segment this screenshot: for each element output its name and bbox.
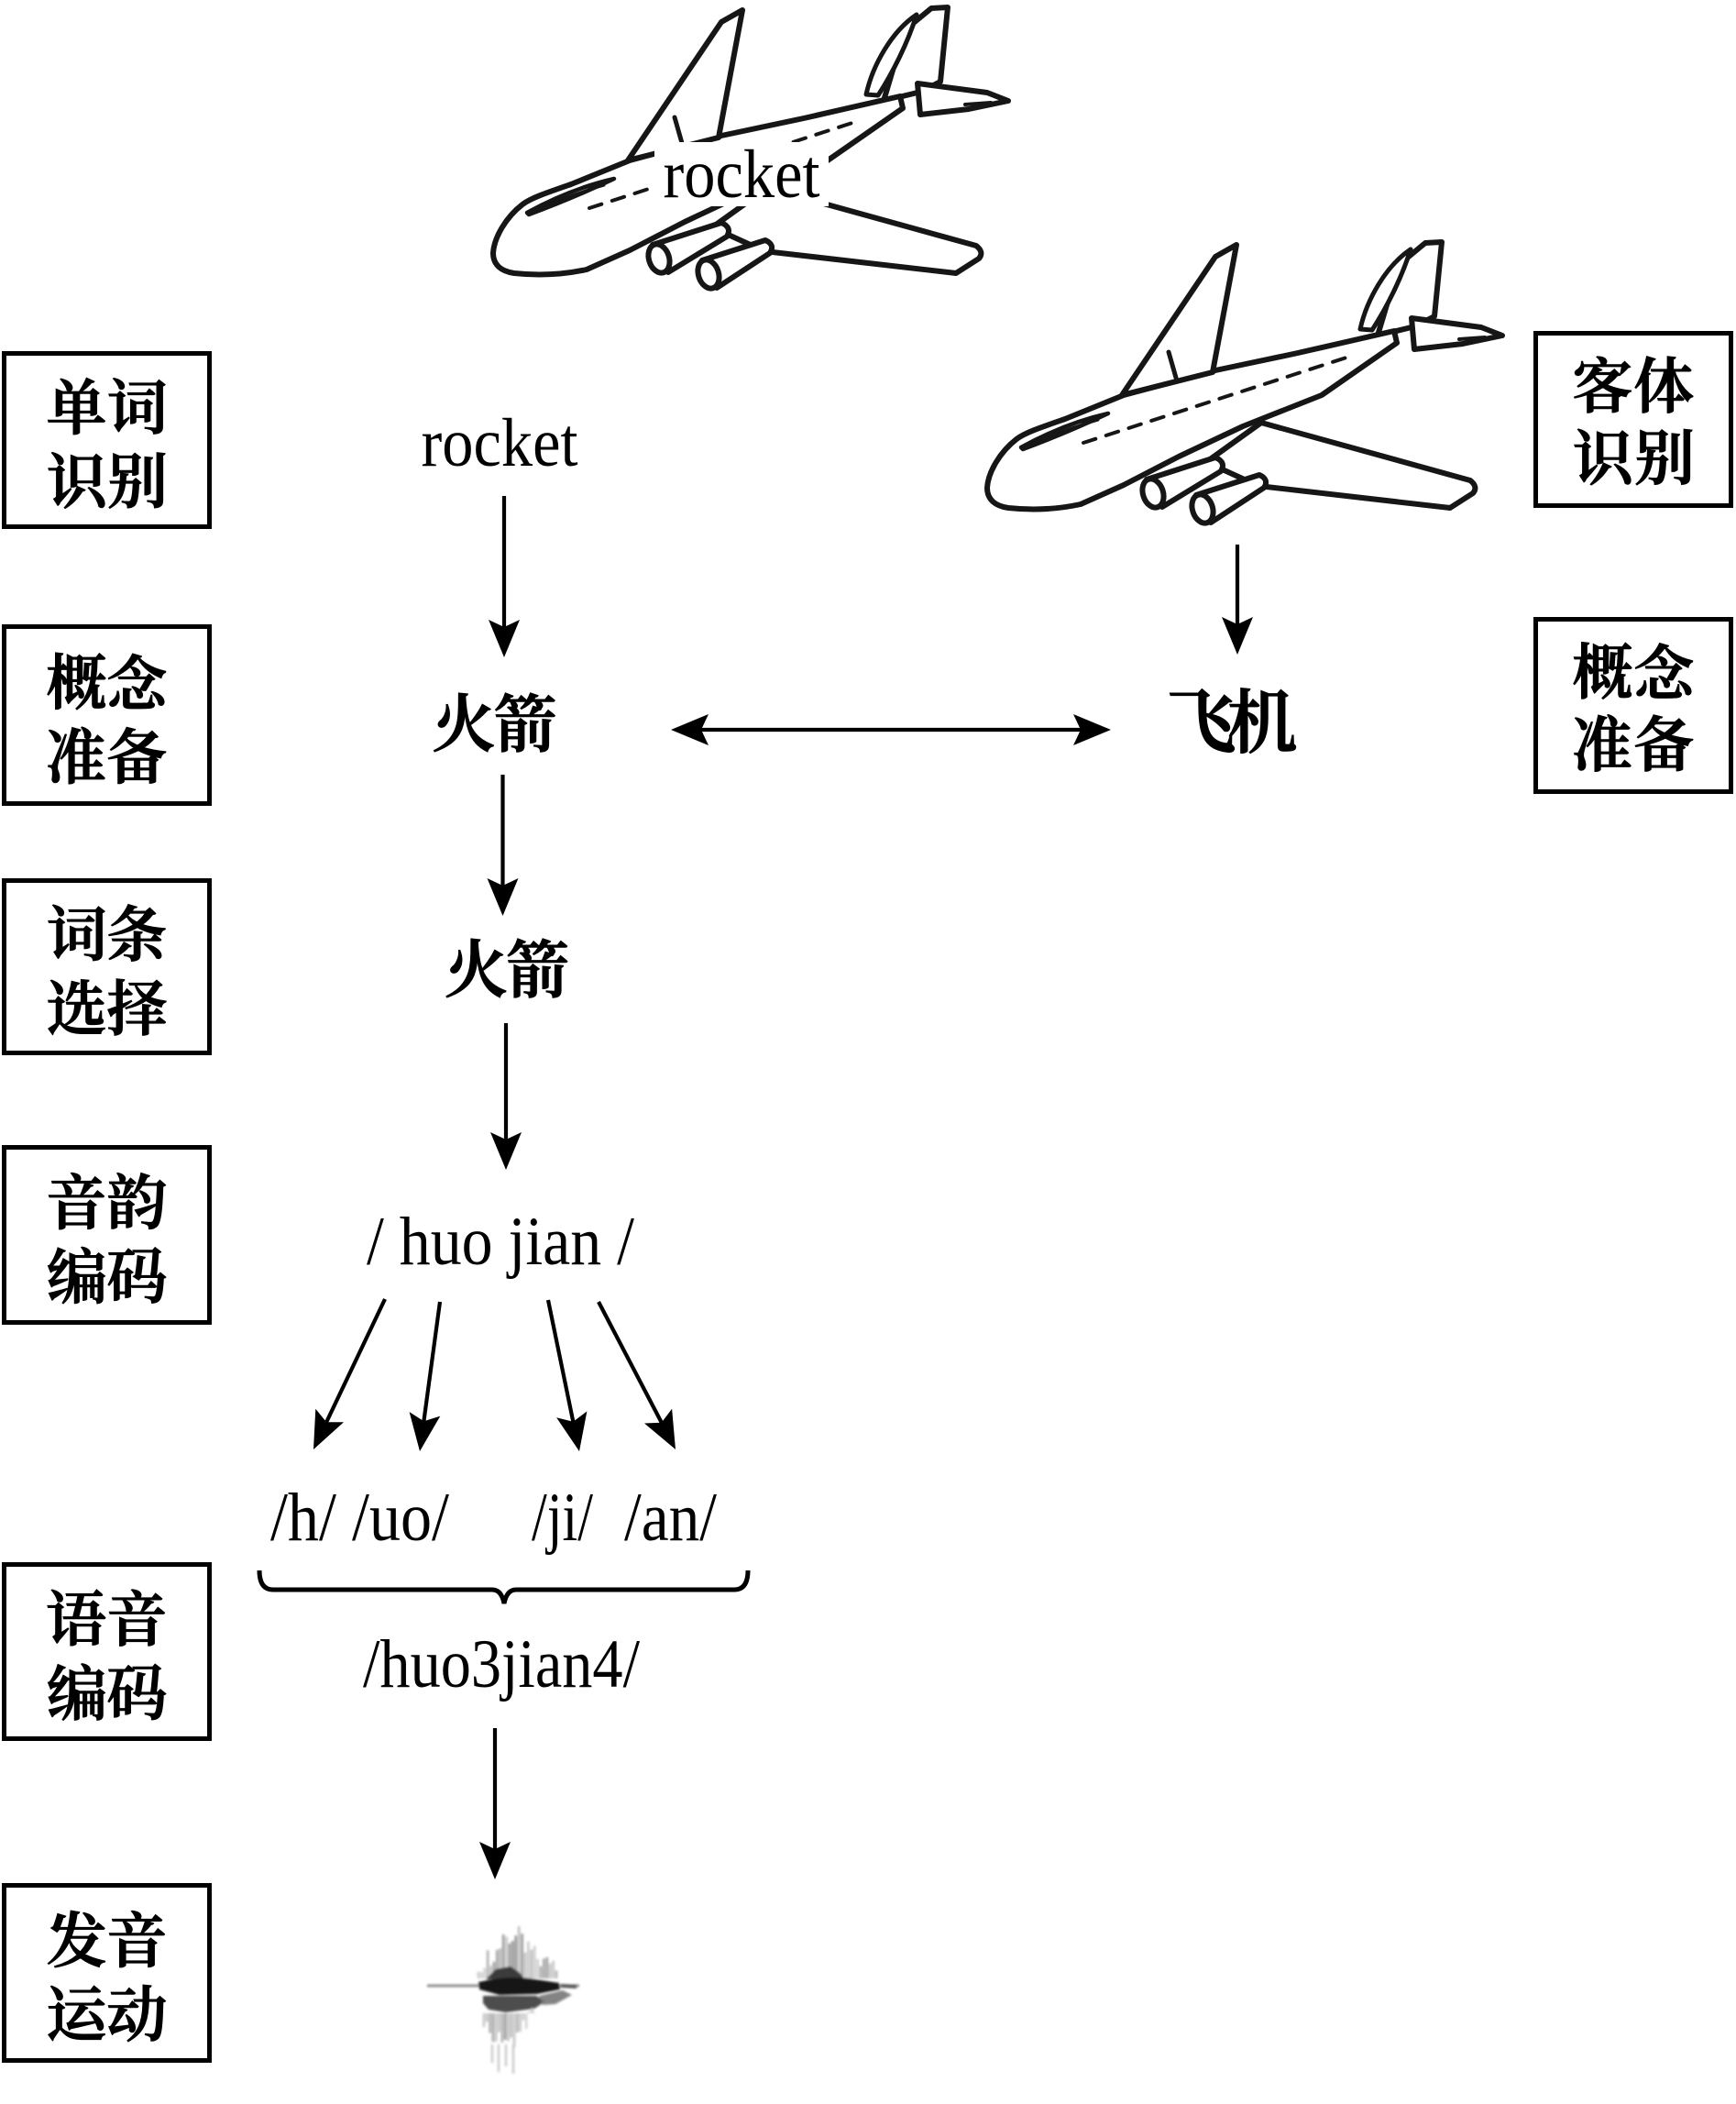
svg-text:/ji/: /ji/ — [532, 1480, 593, 1556]
svg-text:rocket: rocket — [422, 405, 578, 481]
svg-text:/h/ /uo/: /h/ /uo/ — [270, 1480, 449, 1556]
svg-text:/ huo jian /: / huo jian / — [367, 1204, 634, 1280]
svg-text:/huo3jian4/: /huo3jian4/ — [363, 1626, 640, 1702]
svg-text:/an/: /an/ — [624, 1480, 717, 1556]
svg-text:rocket: rocket — [664, 137, 820, 213]
